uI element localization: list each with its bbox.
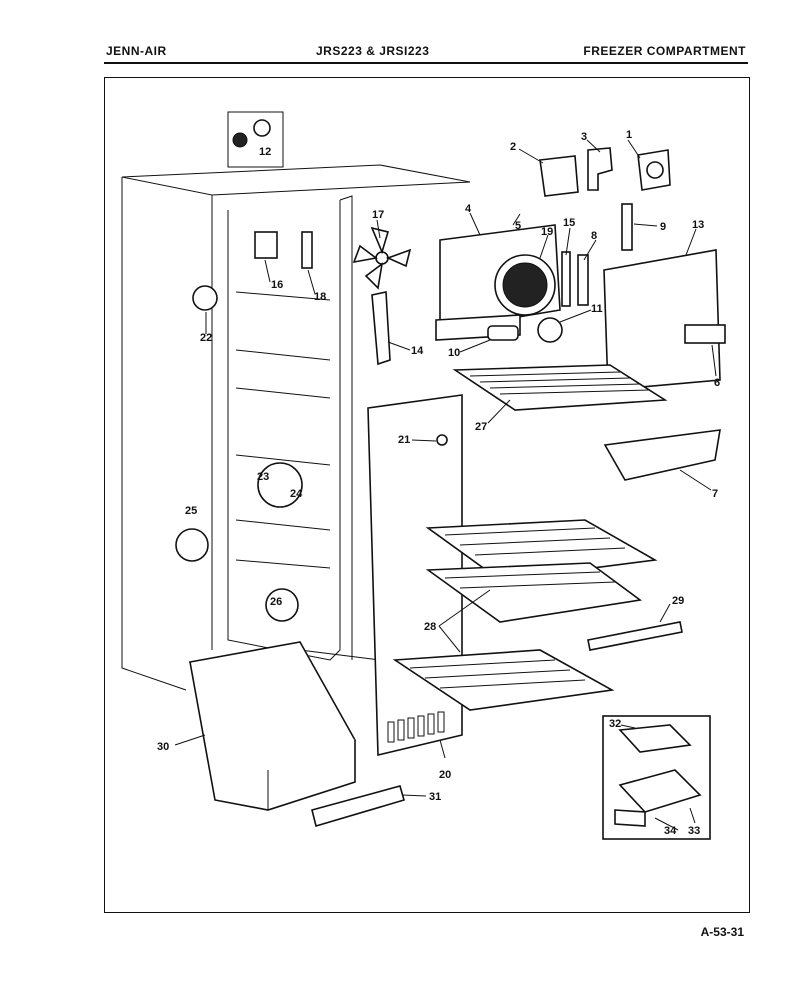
storage-bin [188,641,357,811]
fan-blade [352,226,412,290]
callout-8: 8 [591,230,597,242]
callout-30: 30 [157,741,169,753]
top-brackets [539,147,671,197]
callout-28: 28 [424,621,436,633]
detail-circle-22 [192,285,218,311]
vent-slots [387,711,445,743]
callout-labels: 1 2 3 4 5 6 7 8 9 10 11 12 13 14 15 16 1… [157,129,720,837]
callout-4: 4 [465,203,472,215]
callout-34: 34 [664,825,677,837]
callout-22: 22 [200,332,212,344]
plug-21 [436,434,448,446]
callout-10: 10 [448,347,460,359]
leader-lines [174,139,717,831]
light-assembly [487,317,563,343]
light-bracket [371,291,391,366]
cabinet-outline [121,164,471,691]
callout-23: 23 [257,471,269,483]
callout-11: 11 [591,303,603,315]
callout-17: 17 [372,209,384,221]
callout-32: 32 [609,718,621,730]
rear-panel [603,249,721,391]
callout-12: 12 [259,146,271,158]
callout-27: 27 [475,421,487,433]
callout-1: 1 [626,129,632,141]
callout-15: 15 [563,217,575,229]
header-rule [104,62,748,64]
callout-6: 6 [714,377,720,389]
wire-shelves [392,519,658,711]
detail-circle-23-24 [257,462,303,508]
brand-label: JENN-AIR [106,44,167,58]
callout-19: 19 [541,226,553,238]
callout-14: 14 [411,345,424,357]
panel-label [684,324,726,344]
callout-3: 3 [581,131,587,143]
callout-16: 16 [271,279,283,291]
bin-strip [311,785,405,828]
evaporator-cover [435,224,561,341]
callout-9: 9 [660,221,666,233]
callout-31: 31 [429,791,441,803]
control-16 [254,231,278,259]
callout-5: 5 [515,220,521,232]
diagram-frame [104,77,750,913]
section-title: FREEZER COMPARTMENT [583,44,746,58]
callout-24: 24 [290,488,303,500]
callout-25: 25 [185,505,197,517]
callout-18: 18 [314,291,326,303]
detail-circle-26 [265,588,299,622]
callout-20: 20 [439,769,451,781]
upper-shelf [452,364,668,411]
callout-13: 13 [692,219,704,231]
callout-7: 7 [712,488,718,500]
callout-33: 33 [688,825,700,837]
callout-2: 2 [510,141,516,153]
ice-tray [603,429,721,481]
detail-inset-12 [227,111,284,168]
callout-26: 26 [270,596,282,608]
trim-strip [587,621,683,651]
callout-21: 21 [398,434,410,446]
page-code: A-53-31 [700,925,744,939]
model-label: JRS223 & JRSI223 [316,44,430,58]
callout-29: 29 [672,595,684,607]
switch-18 [301,231,313,269]
detail-circle-25 [175,528,209,562]
